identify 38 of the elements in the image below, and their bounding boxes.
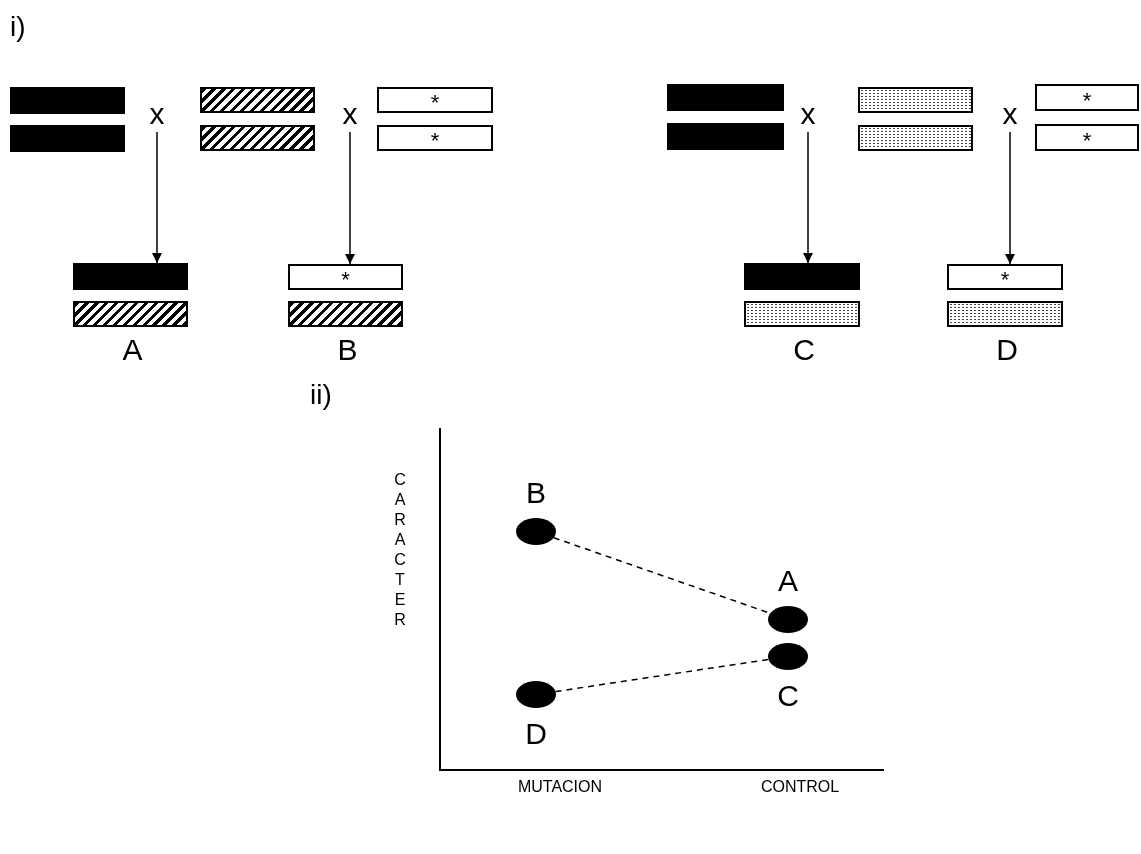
genotype-letter: B	[525, 476, 547, 510]
cross-sign: x	[335, 96, 365, 132]
arrow	[345, 131, 355, 265]
chromosome-bar: *	[377, 125, 493, 151]
dotted-chromosome-bar	[858, 87, 973, 113]
chromosome-bar: *	[377, 87, 493, 113]
axis-label: CARACTER	[393, 470, 407, 630]
panel-label: i)	[10, 10, 27, 44]
chromosome-bar	[10, 87, 125, 114]
hatched-chromosome-bar	[200, 125, 315, 151]
panel-label: ii)	[310, 378, 333, 412]
cross-sign: x	[793, 96, 823, 132]
chromosome-bar	[667, 84, 784, 111]
chromosome-bar: *	[288, 264, 403, 290]
chromosome-bar: *	[947, 264, 1063, 290]
axis-category: MUTACION	[516, 777, 604, 797]
cross-sign: x	[142, 96, 172, 132]
cross-sign: x	[995, 96, 1025, 132]
genotype-letter: C	[776, 679, 800, 713]
genotype-letter: A	[777, 564, 799, 598]
chromosome-bar	[744, 263, 860, 290]
chromosome-bar	[667, 123, 784, 150]
hatched-chromosome-bar	[200, 87, 315, 113]
arrow	[152, 131, 162, 264]
genotype-letter: A	[121, 333, 144, 367]
arrow	[803, 131, 813, 264]
axis-category: CONTROL	[759, 777, 841, 797]
dashed-line	[554, 658, 770, 693]
chromosome-bar: *	[1035, 84, 1139, 111]
dotted-chromosome-bar	[858, 125, 973, 151]
chromosome-bar: *	[1035, 124, 1139, 151]
genotype-letter: D	[995, 333, 1019, 367]
arrow	[1005, 131, 1015, 265]
genotype-letter: B	[336, 333, 359, 367]
genotype-letter: D	[524, 717, 548, 751]
chromosome-bar	[73, 263, 188, 290]
genotype-letter: C	[792, 333, 816, 367]
chromosome-bar	[10, 125, 125, 152]
